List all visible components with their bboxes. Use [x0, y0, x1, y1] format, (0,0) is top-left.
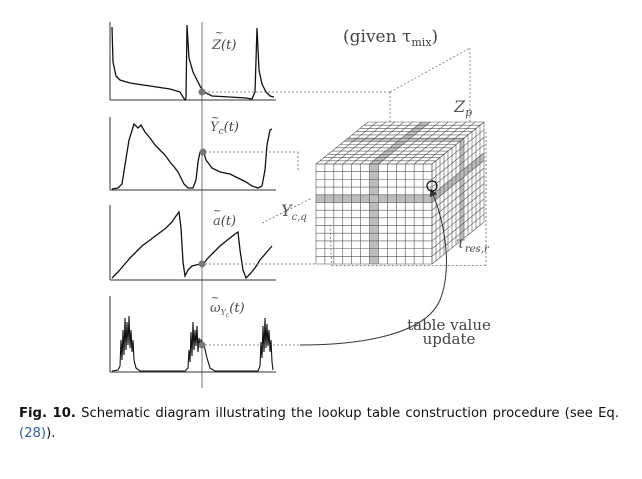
plot-z-label: Z(t): [211, 38, 236, 53]
svg-text:~: ~: [213, 206, 221, 217]
zp-axis-label: Zp: [453, 97, 472, 119]
caption-label: Fig. 10.: [19, 406, 76, 421]
caption-text: Schematic diagram illustrating the looku…: [75, 406, 619, 421]
figure-svg: Z(t) ~ Yc(t) ~ a(t) ~ ωYc(t): [109, 22, 491, 388]
plot-a-tilde: a(t) ~: [109, 205, 316, 281]
plot-yc-tilde: Yc(t) ~: [109, 113, 299, 191]
plot-omega-tilde: ωYc(t) ~: [109, 293, 300, 373]
svg-text:~: ~: [211, 293, 219, 304]
equation-reference-link[interactable]: (28): [19, 426, 47, 441]
updated-cell-marker: [426, 180, 438, 192]
plot-yc-curve: [111, 122, 273, 190]
tau-res-axis-label: τres,r: [456, 233, 490, 255]
plot-z-curve: [111, 24, 275, 102]
plot-a-label: a(t): [213, 214, 236, 229]
update-connector-curve: [299, 188, 447, 346]
plot-a-curve: [111, 210, 273, 280]
figure-caption: Fig. 10. Schematic diagram illustrating …: [19, 404, 619, 444]
lookup-table-cube: [315, 121, 487, 266]
plot-yc-label: Yc(t): [210, 120, 239, 137]
table-value-update-line2: update: [423, 330, 476, 348]
caption-end: ).: [46, 426, 56, 441]
plot-omega-curve: [111, 315, 274, 372]
svg-text:~: ~: [211, 113, 219, 124]
plot-omega-label: ωYc(t): [210, 301, 245, 319]
plot-z-tilde: Z(t) ~: [109, 22, 390, 102]
given-tau-mix-label: (given τmix): [343, 27, 438, 49]
ycq-axis-label: Yc,q: [281, 201, 307, 223]
svg-text:~: ~: [215, 28, 223, 39]
schematic-figure: Z(t) ~ Yc(t) ~ a(t) ~ ωYc(t): [109, 22, 491, 388]
table-value-update-line1: table value: [407, 316, 491, 334]
